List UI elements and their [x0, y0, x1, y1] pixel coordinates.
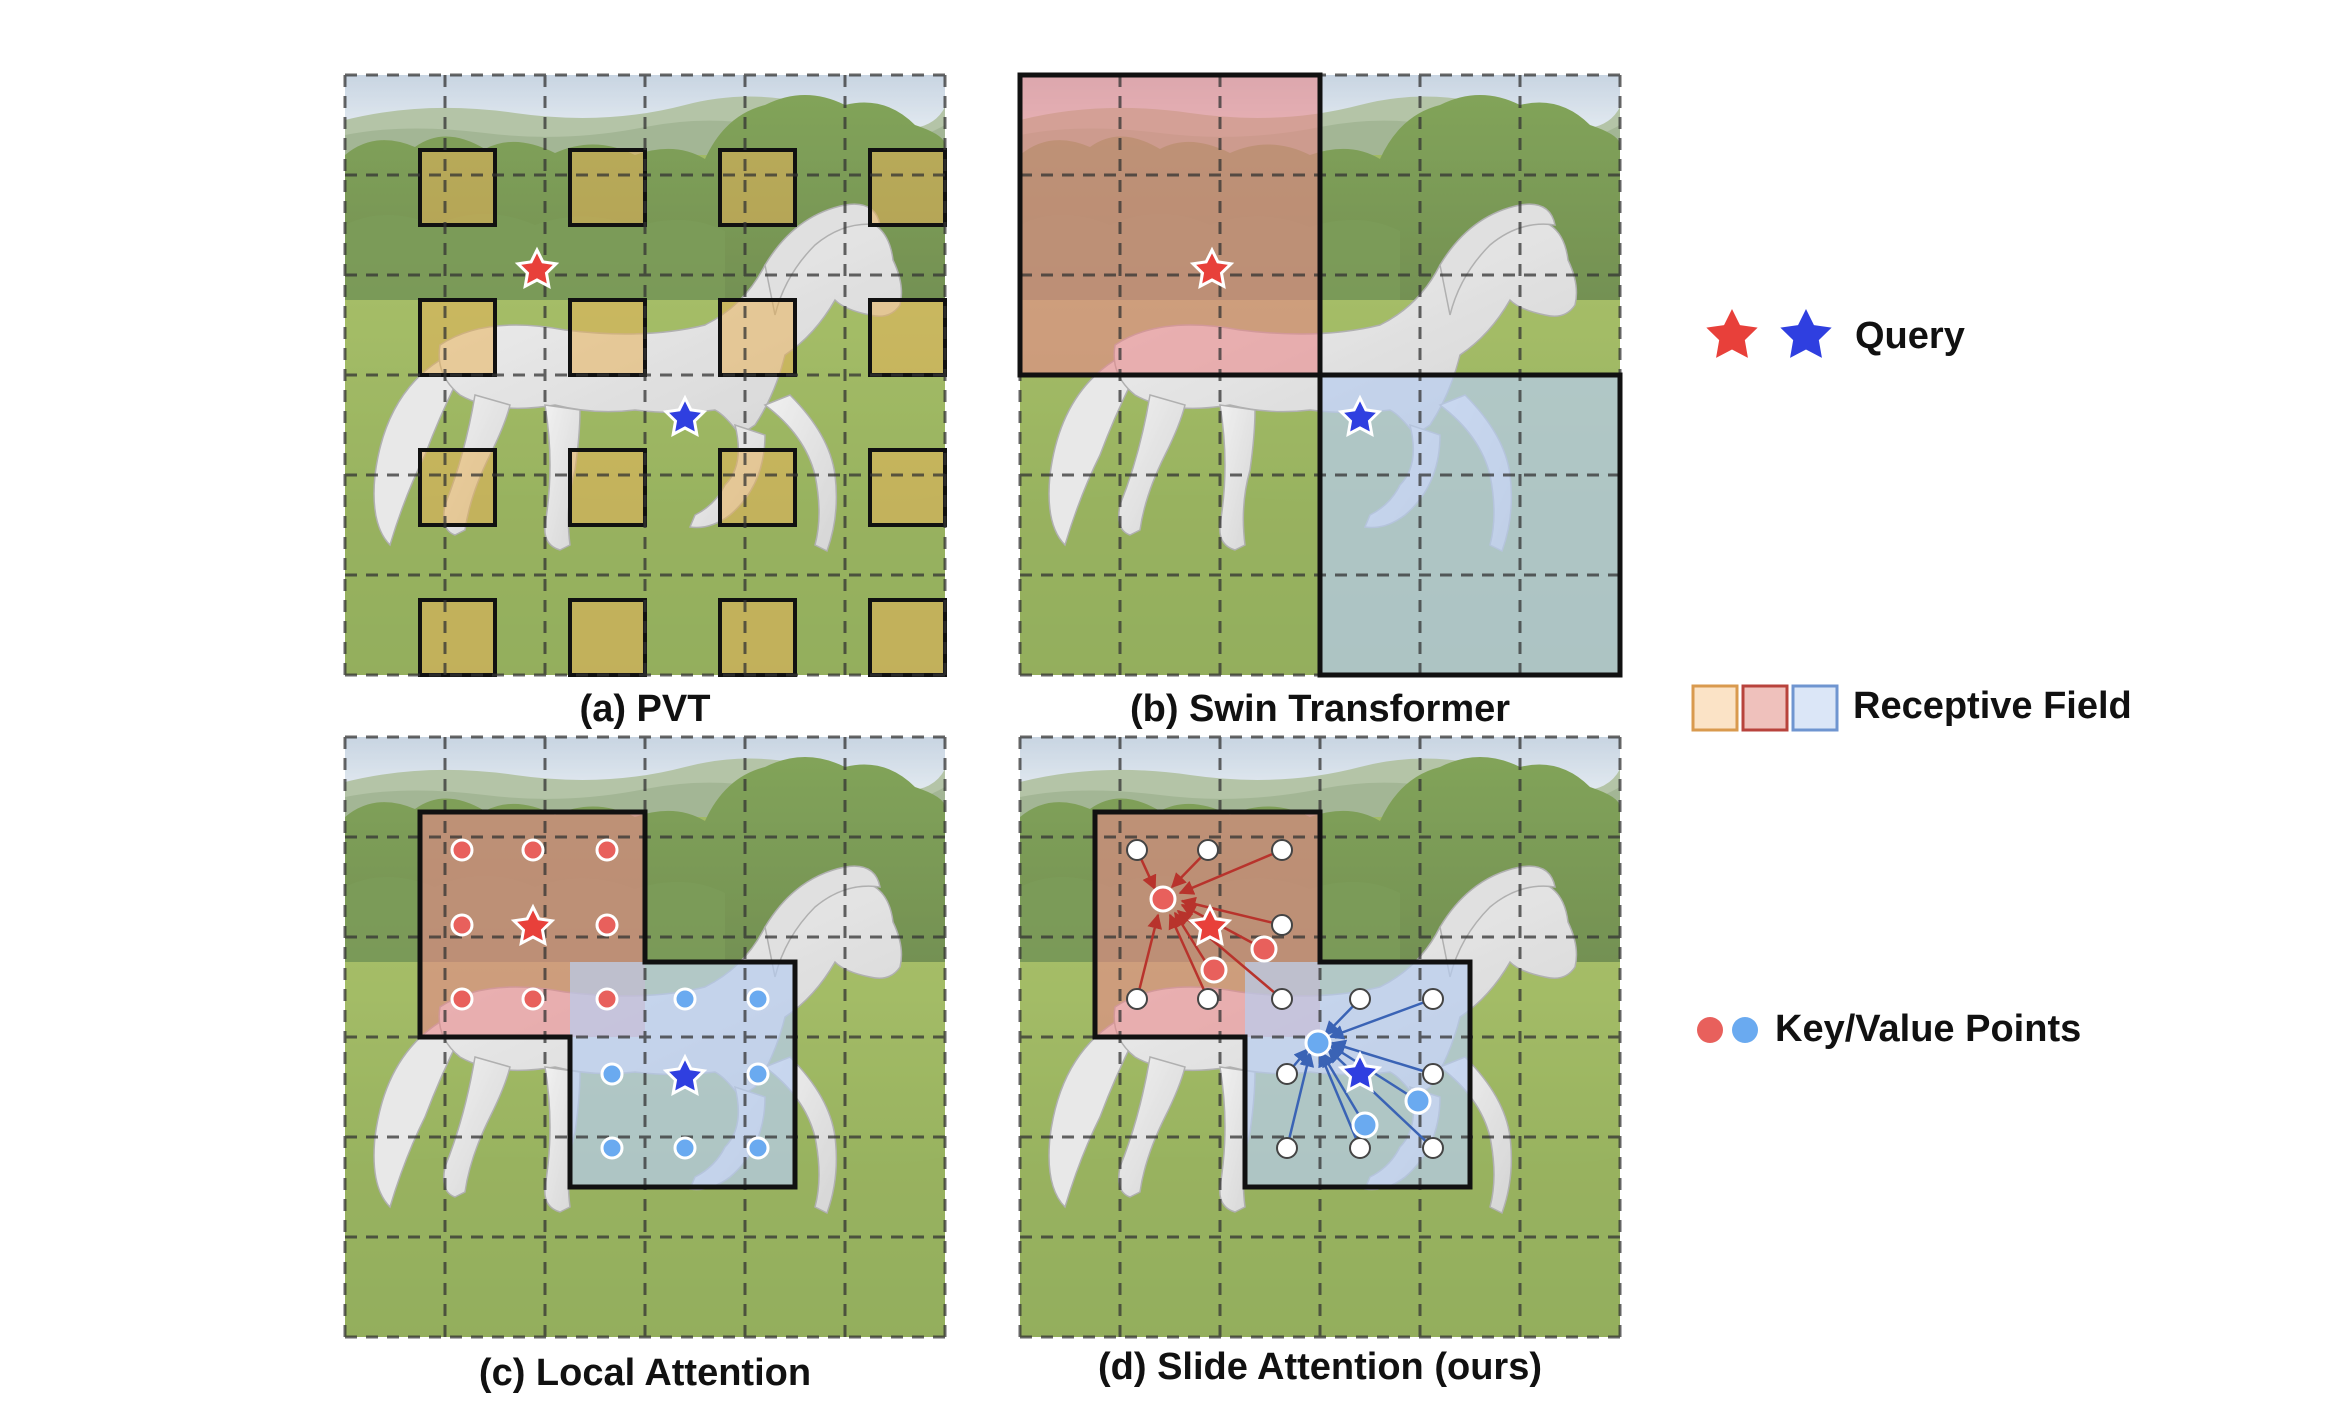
red-key-value-points	[450, 838, 619, 1011]
legend-receptive-field-label: Receptive Field	[1853, 685, 2132, 727]
white-key-value-points	[1126, 839, 1444, 1159]
legend	[1691, 309, 1839, 1043]
pvt-receptive-field	[418, 148, 947, 677]
caption-panel-d: (d) Slide Attention (ours)	[1098, 1346, 1542, 1388]
caption-panel-a: (a) PVT	[579, 688, 711, 730]
swin-red-window	[1017, 72, 1323, 378]
receptive-field-red-swatch	[1741, 684, 1789, 732]
panel-c-local-attention	[343, 735, 947, 1339]
blue-shifted-key-value-points	[1304, 1029, 1432, 1139]
blue-key-value-dot-icon	[1732, 1017, 1758, 1043]
panel-d-slide-attention	[1018, 735, 1622, 1339]
receptive-field-orange-swatch	[1691, 684, 1739, 732]
red-star-icon	[1706, 309, 1758, 358]
caption-panel-c: (c) Local Attention	[478, 1352, 812, 1394]
red-shifted-key-value-points	[1149, 885, 1278, 984]
caption-panel-b: (b) Swin Transformer	[1129, 688, 1511, 730]
receptive-field-blue-swatch	[1791, 684, 1839, 732]
red-key-value-dot-icon	[1697, 1017, 1723, 1043]
panel-a-pvt	[343, 73, 947, 677]
blue-star-icon	[1780, 309, 1832, 358]
panel-b-swin	[1017, 72, 1623, 678]
blue-key-value-points	[600, 987, 770, 1160]
legend-query-label: Query	[1855, 315, 1965, 357]
legend-key-value-label: Key/Value Points	[1775, 1008, 2082, 1050]
